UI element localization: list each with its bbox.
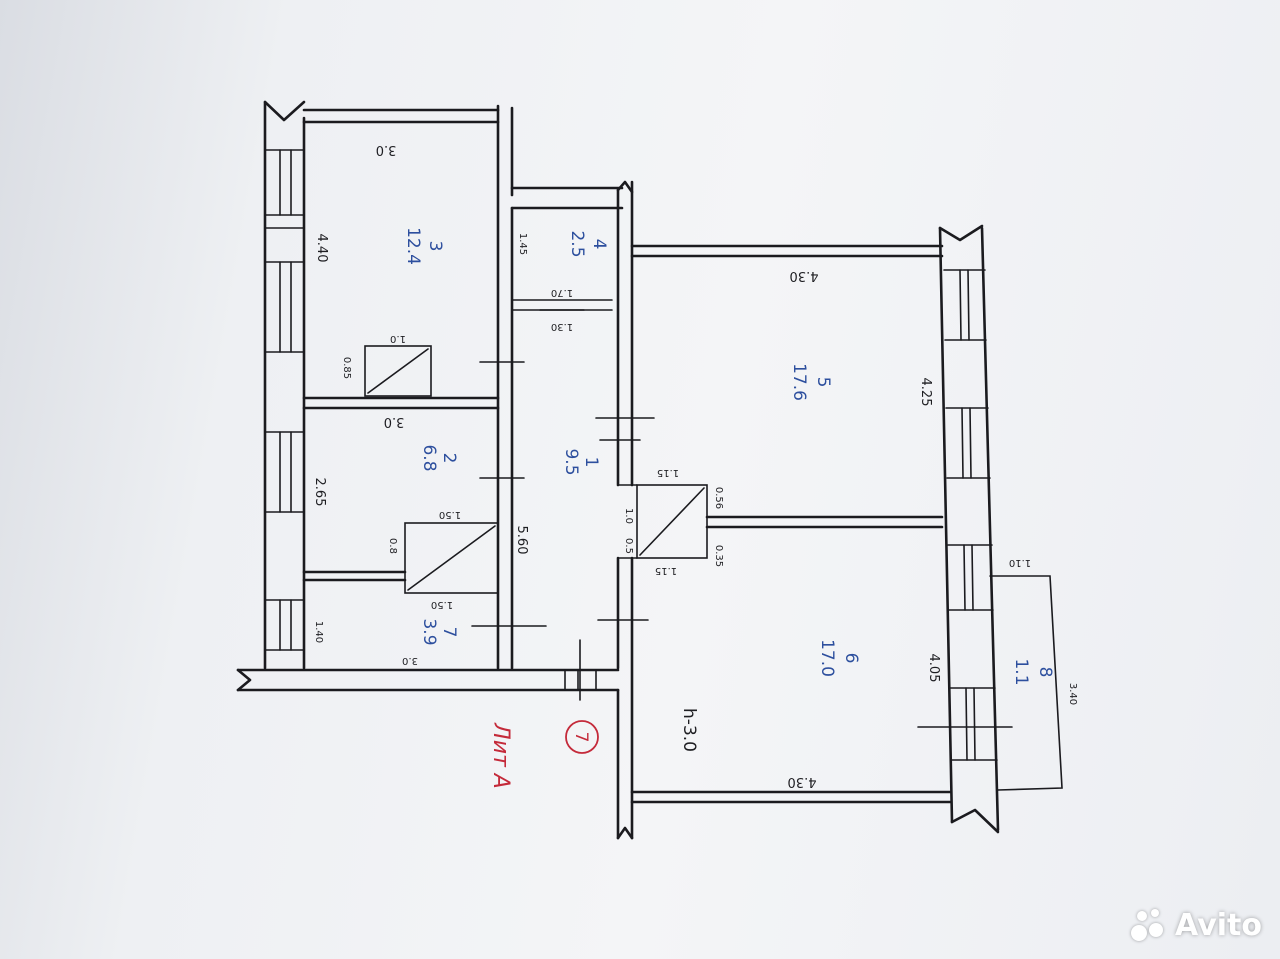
dim-room1-length: 5.60 xyxy=(514,526,529,555)
dim-stove-top: 1.15 xyxy=(657,467,679,478)
room-area: 1.1 xyxy=(1011,658,1031,685)
dim-room6-right: 4.05 xyxy=(926,654,941,683)
room-area: 3.9 xyxy=(419,618,439,645)
dim-room2-left: 2.65 xyxy=(312,478,327,507)
entrance-marker: 7 xyxy=(565,720,599,754)
dim-stove-left-bottom: 0.5 xyxy=(623,538,634,554)
outer-wall-left xyxy=(263,100,306,670)
room-number: 1 xyxy=(581,457,601,468)
room-area: 6.8 xyxy=(419,444,439,471)
room-number: 8 xyxy=(1035,667,1055,678)
wall-room5-top xyxy=(630,244,944,258)
dim-stove-right-top: 0.56 xyxy=(713,487,724,509)
room-number: 6 xyxy=(841,653,861,664)
room-label-4: 4 2.5 xyxy=(567,230,609,257)
room-area: 17.0 xyxy=(817,639,837,677)
room-area: 12.4 xyxy=(403,227,423,265)
wall-room3-top xyxy=(302,104,514,670)
central-wall xyxy=(616,180,634,840)
dim-room5-right: 4.25 xyxy=(918,378,933,407)
avito-logo-icon xyxy=(1129,905,1169,945)
vent-shaft-room2 xyxy=(404,522,499,594)
avito-wordmark: Avito xyxy=(1175,907,1262,943)
room-label-3: 3 12.4 xyxy=(403,227,445,265)
room-label-5: 5 17.6 xyxy=(789,363,833,401)
dim-vent2-left: 0.8 xyxy=(387,538,398,554)
dim-room3-left: 4.40 xyxy=(314,234,329,263)
room-number: 3 xyxy=(425,241,445,252)
dim-vent2-bottom: 1.50 xyxy=(431,599,453,610)
sheet-label: Лит А xyxy=(488,722,513,789)
dim-room2-top: 3.0 xyxy=(384,414,405,429)
room-label-7: 7 3.9 xyxy=(419,618,459,645)
room-area: 2.5 xyxy=(567,230,587,257)
room-area: 17.6 xyxy=(789,363,809,401)
dim-stove-bottom: 1.15 xyxy=(655,565,677,576)
dim-room1-top: 1.30 xyxy=(551,321,573,332)
room-label-6: 6 17.0 xyxy=(817,639,861,677)
wall-bottom-left xyxy=(236,639,620,701)
room-label-2: 2 6.8 xyxy=(419,444,459,471)
dim-room4-left: 1.45 xyxy=(517,233,528,255)
room-label-8: 8 1.1 xyxy=(1011,658,1055,685)
wall-room2-room7 xyxy=(302,570,407,582)
dim-room3-top: 3.0 xyxy=(376,142,397,157)
door-marks xyxy=(471,309,1013,728)
room-label-1: 1 9.5 xyxy=(561,448,601,475)
dimension-labels: 3.0 4.40 1.45 1.70 1.30 1.0 0.85 3.0 2.6… xyxy=(312,142,1078,789)
dim-room4-bottom: 1.70 xyxy=(551,287,573,298)
room-number: 5 xyxy=(813,377,833,388)
dim-room8-right: 3.40 xyxy=(1067,683,1078,705)
dim-room5-top: 4.30 xyxy=(790,268,819,283)
dim-stove-left-top: 1.0 xyxy=(623,508,634,524)
dim-room6-bottom: 4.30 xyxy=(788,774,817,789)
outer-wall-right xyxy=(938,224,1000,834)
dim-vent1-height: 0.85 xyxy=(341,357,352,379)
wall-room6-bottom xyxy=(630,790,952,804)
dim-vent2-top: 1.50 xyxy=(439,509,461,520)
dim-vent1-width: 1.0 xyxy=(390,333,406,344)
room-number: 4 xyxy=(589,239,609,250)
vent-shaft-room3 xyxy=(364,345,432,397)
room-number: 2 xyxy=(439,453,459,464)
stove-box xyxy=(617,484,708,559)
dim-room8-top: 1.10 xyxy=(1009,557,1031,568)
dim-stove-right-bottom: 0.35 xyxy=(713,545,724,567)
ceiling-height: h-3.0 xyxy=(679,708,699,752)
avito-watermark: Avito xyxy=(1129,905,1262,945)
wall-room3-room2 xyxy=(302,396,500,410)
wall-room4 xyxy=(510,186,624,670)
balcony-outline xyxy=(989,575,1063,791)
dim-room7-left: 1.40 xyxy=(313,621,324,643)
dim-room7-bottom: 3.0 xyxy=(402,655,418,666)
entrance-marker-number: 7 xyxy=(571,732,591,743)
room-area: 9.5 xyxy=(561,448,581,475)
room-number: 7 xyxy=(439,627,459,638)
wall-room5-room6 xyxy=(705,515,944,529)
